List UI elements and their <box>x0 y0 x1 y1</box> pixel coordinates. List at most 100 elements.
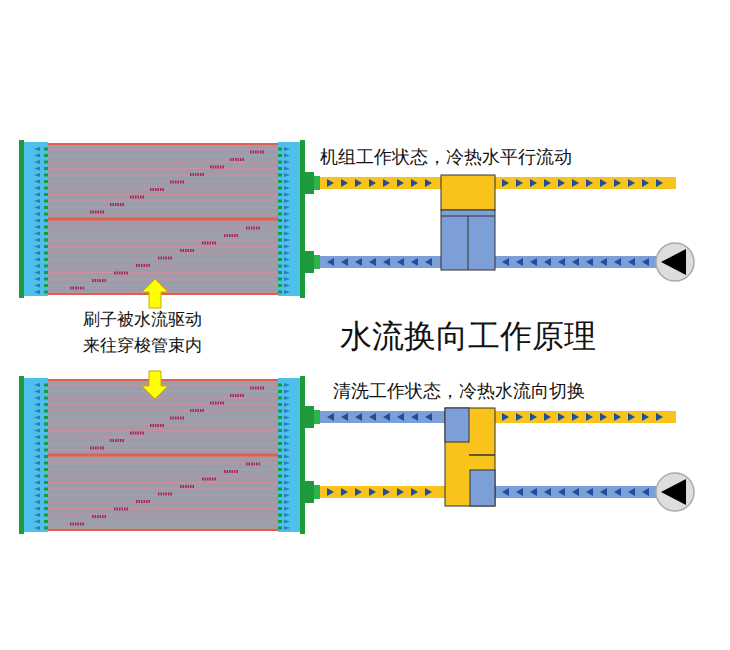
heat-exchanger <box>19 140 305 298</box>
water-header <box>24 142 48 296</box>
tube-hole <box>44 507 48 510</box>
flow-mark <box>34 520 40 524</box>
tube-hole <box>278 468 282 471</box>
tube-hole <box>44 481 48 484</box>
brush <box>90 211 104 214</box>
tube-hole <box>44 193 48 196</box>
tube <box>48 424 278 425</box>
tube <box>48 214 278 215</box>
tube <box>48 508 278 509</box>
flow-mark <box>284 154 290 158</box>
tube-hole <box>44 488 48 491</box>
pipe-flange <box>305 251 314 273</box>
flow-mark <box>34 481 40 485</box>
flow-mark <box>284 245 290 249</box>
tube-hole <box>44 148 48 151</box>
flow-mark <box>34 284 40 288</box>
tube-hole <box>44 219 48 222</box>
brush <box>158 493 172 496</box>
flow-arrow <box>572 488 579 496</box>
tube <box>48 259 278 260</box>
brush <box>250 151 264 154</box>
flow-mark <box>34 403 40 407</box>
tube-hole <box>278 520 282 523</box>
water-header <box>24 378 48 532</box>
flow-arrow <box>341 179 348 187</box>
flow-mark <box>284 160 290 164</box>
flow-arrow <box>341 488 348 496</box>
flow-arrow <box>425 488 432 496</box>
brush <box>110 203 124 206</box>
brush <box>150 424 164 427</box>
flow-arrow <box>502 488 509 496</box>
flow-arrow <box>369 413 376 421</box>
tube-hole <box>44 475 48 478</box>
tube <box>48 162 278 163</box>
tube-hole <box>278 390 282 393</box>
flow-arrow <box>397 413 404 421</box>
water-pipe <box>320 486 445 498</box>
tube-hole <box>278 514 282 517</box>
pump <box>656 243 694 281</box>
valve-divider <box>441 216 495 217</box>
tube-hole <box>44 154 48 157</box>
flow-arrow <box>383 179 390 187</box>
tube-hole <box>278 501 282 504</box>
tube-hole <box>278 442 282 445</box>
tube <box>48 469 278 470</box>
tube-hole <box>278 167 282 170</box>
tube-hole <box>278 180 282 183</box>
brush <box>110 439 124 442</box>
flow-arrow <box>544 413 551 421</box>
flow-arrow <box>516 488 523 496</box>
tube-hole <box>278 410 282 413</box>
tube-hole <box>278 284 282 287</box>
tube-hole <box>278 148 282 151</box>
flow-mark <box>284 383 290 387</box>
flow-mark <box>284 429 290 433</box>
brush <box>130 432 144 435</box>
tube-hole <box>278 384 282 387</box>
brush <box>246 463 260 466</box>
flow-mark <box>284 173 290 177</box>
flow-arrow <box>628 258 635 266</box>
brush <box>130 196 144 199</box>
pump-arrow <box>661 249 686 275</box>
flow-mark <box>284 238 290 242</box>
tube <box>48 437 278 438</box>
brush <box>190 409 204 412</box>
flow-mark <box>34 154 40 158</box>
tube-hole <box>44 436 48 439</box>
tube <box>48 476 278 477</box>
tube-hole <box>44 265 48 268</box>
flow-arrow <box>530 179 537 187</box>
pipe-flange <box>305 172 314 194</box>
tube-hole <box>278 403 282 406</box>
flow-mark <box>284 147 290 151</box>
tube <box>48 489 278 490</box>
water-pipe <box>320 256 441 268</box>
tube <box>48 404 278 405</box>
flow-arrow <box>425 413 432 421</box>
tube-hole <box>44 245 48 248</box>
flow-arrow <box>544 488 551 496</box>
tube-hole <box>44 416 48 419</box>
flow-mark <box>284 167 290 171</box>
flow-arrow <box>411 488 418 496</box>
flow-arrow <box>544 179 551 187</box>
tube <box>48 246 278 247</box>
flow-mark <box>34 225 40 229</box>
flow-arrow <box>586 413 593 421</box>
flow-mark <box>34 442 40 446</box>
flow-mark <box>284 199 290 203</box>
flow-arrow <box>642 413 649 421</box>
tube-hole <box>278 436 282 439</box>
flow-mark <box>284 474 290 478</box>
tube-hole <box>44 252 48 255</box>
flow-mark <box>34 167 40 171</box>
flow-arrow <box>600 258 607 266</box>
flow-mark <box>284 390 290 394</box>
flow-mark <box>284 193 290 197</box>
flow-mark <box>284 513 290 517</box>
tube-hole <box>44 200 48 203</box>
